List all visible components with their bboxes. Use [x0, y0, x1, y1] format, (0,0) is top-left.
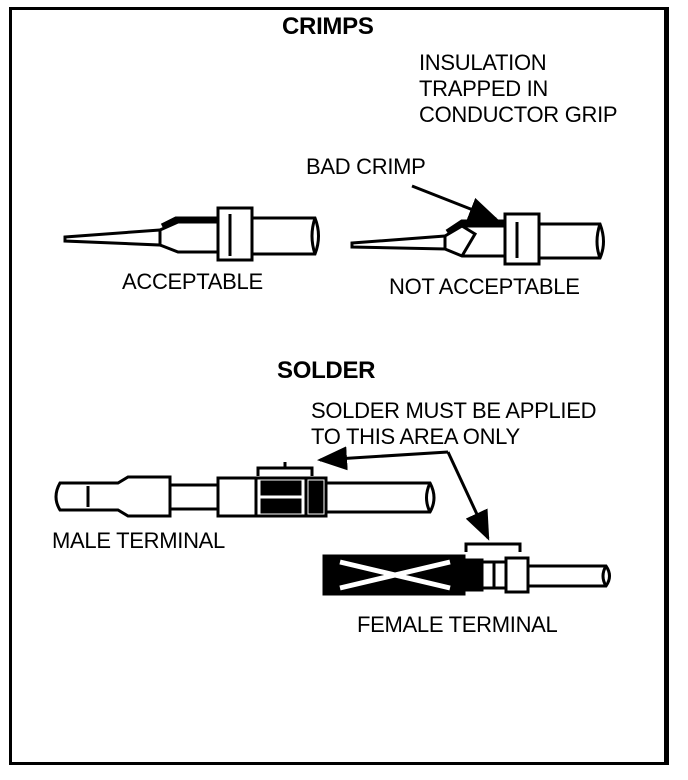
- solder-heading: SOLDER: [277, 357, 376, 384]
- diagram-frame: [9, 7, 669, 765]
- solder-instruction-line-2: TO THIS AREA ONLY: [311, 424, 520, 449]
- solder-arrow-male: [317, 446, 449, 471]
- male-terminal-label: MALE TERMINAL: [52, 528, 225, 553]
- bad-crimp-arrow: [411, 184, 499, 221]
- male-solder-area-bracket: [256, 466, 314, 476]
- insulation-note-line-2: TRAPPED IN: [419, 76, 549, 101]
- female-solder-area-bracket: [464, 542, 522, 552]
- male-terminal-drawing: [54, 475, 436, 518]
- insulation-note-line-3: CONDUCTOR GRIP: [419, 102, 618, 127]
- acceptable-label: ACCEPTABLE: [122, 269, 263, 294]
- crimps-heading: CRIMPS: [282, 13, 374, 40]
- solder-instruction-line-1: SOLDER MUST BE APPLIED: [311, 398, 597, 423]
- insulation-note-line-1: INSULATION: [419, 50, 547, 75]
- female-terminal-drawing: [322, 554, 611, 596]
- acceptable-crimp-terminal: [63, 206, 320, 262]
- not-acceptable-label: NOT ACCEPTABLE: [389, 274, 580, 299]
- solder-arrow-female: [446, 451, 490, 541]
- female-terminal-label: FEMALE TERMINAL: [357, 612, 558, 637]
- not-acceptable-crimp-terminal: [350, 212, 605, 266]
- bad-crimp-label: BAD CRIMP: [306, 154, 426, 179]
